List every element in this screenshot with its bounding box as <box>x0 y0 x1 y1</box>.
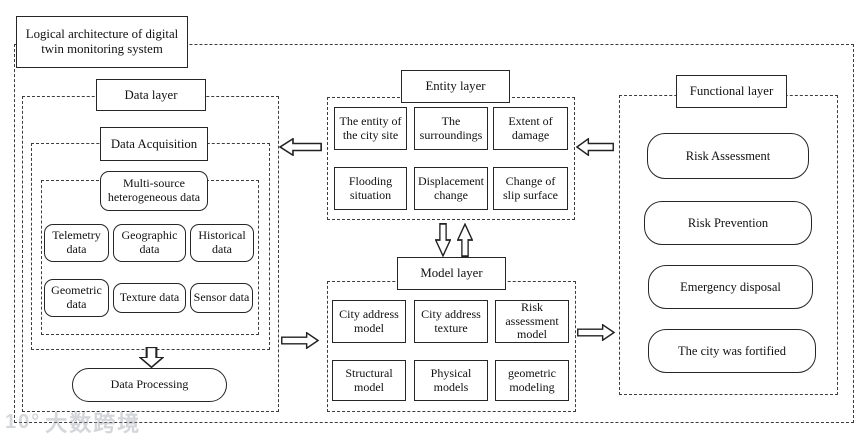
arrow-model-to-functional-layer-icon <box>577 324 615 341</box>
entity-layer-label: Entity layer <box>425 79 486 94</box>
arrow-acquisition-to-processing-icon <box>139 347 164 368</box>
source-node-historical: Historical data <box>190 224 254 262</box>
model-label: Risk assessment model <box>505 299 559 342</box>
entity-node-slip-surface: Change of slip surface <box>493 167 568 210</box>
functional-label: Emergency disposal <box>680 279 781 294</box>
arrow-functional-to-entity-layer-icon <box>576 138 614 156</box>
source-node-texture: Texture data <box>113 283 186 313</box>
source-label: Texture data <box>119 290 180 305</box>
data-layer-label: Data layer <box>124 87 178 102</box>
data-acquisition-title: Data Acquisition <box>100 127 208 161</box>
functional-label: Risk Prevention <box>687 215 769 230</box>
source-node-geometric: Geometric data <box>44 279 109 317</box>
functional-node-city-fortified: The city was fortified <box>648 329 816 373</box>
entity-node-flooding: Flooding situation <box>334 167 407 210</box>
entity-label: Extent of damage <box>508 113 553 142</box>
entity-node-extent-of-damage: Extent of damage <box>493 107 568 150</box>
entity-node-city-site: The entity of the city site <box>334 107 407 150</box>
model-label: City address model <box>339 306 399 335</box>
model-label: geometric modeling <box>508 365 556 394</box>
functional-layer-label: Functional layer <box>689 84 774 99</box>
entity-label: Displacement change <box>418 173 484 202</box>
functional-label: The city was fortified <box>678 343 786 358</box>
source-label: Geometric data <box>51 283 102 311</box>
entity-node-displacement: Displacement change <box>414 167 488 210</box>
model-label: City address texture <box>421 306 481 335</box>
source-label: Sensor data <box>193 290 250 305</box>
source-node-sensor: Sensor data <box>190 283 253 313</box>
functional-node-emergency-disposal: Emergency disposal <box>648 265 813 309</box>
entity-label: The entity of the city site <box>339 113 402 142</box>
source-node-telemetry: Telemetry data <box>44 224 109 262</box>
entity-layer-title: Entity layer <box>401 70 510 103</box>
arrow-entity-to-data-layer-icon <box>279 138 322 156</box>
model-layer-label: Model layer <box>420 266 483 281</box>
data-processing-label: Data Processing <box>110 377 189 392</box>
source-label: Geographic data <box>121 228 178 256</box>
functional-node-risk-assessment: Risk Assessment <box>647 133 809 179</box>
source-label: Historical data <box>198 228 246 256</box>
model-node-physical: Physical models <box>414 360 488 401</box>
diagram-title-label: Logical architecture of digital twin mon… <box>25 27 179 56</box>
source-node-geographic: Geographic data <box>113 224 186 262</box>
source-label: Telemetry data <box>52 228 101 256</box>
data-processing-node: Data Processing <box>72 368 227 402</box>
arrow-model-to-entity-icon <box>457 223 473 257</box>
model-node-geometric-modeling: geometric modeling <box>495 360 569 401</box>
functional-layer-title: Functional layer <box>676 75 787 108</box>
functional-label: Risk Assessment <box>685 148 771 163</box>
model-label: Physical models <box>430 365 472 394</box>
model-node-city-address-texture: City address texture <box>414 300 488 343</box>
entity-label: The surroundings <box>419 113 483 142</box>
model-label: Structural model <box>345 365 393 394</box>
entity-label: Flooding situation <box>348 173 393 202</box>
multi-source-label: Multi-source heterogeneous data <box>107 176 201 204</box>
multi-source-node: Multi-source heterogeneous data <box>100 171 208 211</box>
data-layer-title: Data layer <box>96 79 206 111</box>
diagram-title: Logical architecture of digital twin mon… <box>16 16 188 68</box>
data-acquisition-label: Data Acquisition <box>110 136 198 151</box>
arrow-data-to-model-layer-icon <box>281 332 319 349</box>
model-node-city-address-model: City address model <box>332 300 406 343</box>
arrow-entity-to-model-icon <box>435 223 451 257</box>
outer-frame <box>14 44 854 423</box>
model-layer-title: Model layer <box>397 257 506 290</box>
entity-label: Change of slip surface <box>503 173 558 202</box>
functional-node-risk-prevention: Risk Prevention <box>644 201 812 245</box>
entity-node-surroundings: The surroundings <box>414 107 488 150</box>
model-node-risk-assessment-model: Risk assessment model <box>495 300 569 343</box>
model-node-structural: Structural model <box>332 360 406 401</box>
